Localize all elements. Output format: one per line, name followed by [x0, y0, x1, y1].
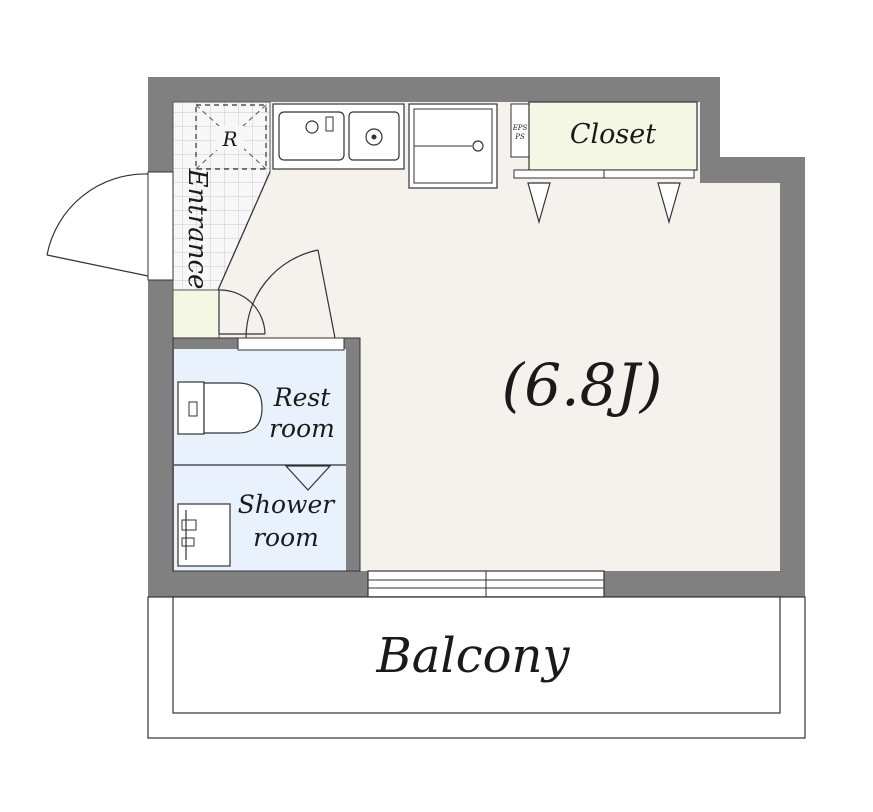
balcony-label: Balcony: [375, 628, 570, 684]
closet-label: Closet: [570, 119, 656, 150]
entrance-step: [172, 289, 220, 339]
shower-valve-icon: [181, 537, 195, 547]
rest-room-label-line1: Rest: [273, 383, 331, 412]
refrigerator-space: [195, 104, 267, 170]
sink: [278, 111, 345, 161]
shower-unit: [177, 503, 231, 567]
refrigerator-label-bg: [216, 126, 244, 150]
rest-room-door-leaf: [317, 249, 336, 339]
entrance-divider: [217, 171, 271, 291]
washing-machine-drain-icon: [472, 140, 484, 152]
sink-drain-icon: [305, 120, 319, 134]
toilet-bowl-icon: [203, 382, 263, 434]
toilet-tank: [177, 381, 205, 435]
balcony-inner: [172, 596, 781, 714]
entrance-door-opening: [147, 171, 174, 281]
storage-door-swing: [218, 289, 266, 335]
burner-icon: [365, 128, 383, 146]
ps-label: PS: [514, 133, 525, 141]
entrance-door-leaf: [46, 254, 149, 277]
shower-room-label-line1: Shower: [238, 490, 336, 519]
faucet-icon: [325, 116, 334, 132]
burner-center-icon: [371, 134, 377, 140]
rest-room-door-frame: [237, 337, 345, 351]
rest-room-door-swing: [245, 249, 319, 339]
shower-head-icon: [181, 519, 197, 531]
rest-room-door-arrow-icon: [284, 465, 332, 491]
main-room-size-label: (6.8J): [502, 351, 663, 419]
rest-room-label-line2: room: [269, 414, 335, 443]
closet-door-arrow-left-icon: [527, 182, 551, 225]
closet-door-arrow-right-icon: [657, 182, 681, 225]
entrance-door-swing: [46, 173, 149, 256]
eps-label: EPS: [512, 124, 528, 132]
toilet-lever-icon: [188, 401, 198, 417]
refrigerator-label: R: [221, 127, 237, 151]
shower-room-label-line2: room: [253, 523, 319, 552]
closet-floor: [528, 101, 698, 171]
entrance-label: Entrance: [182, 168, 212, 290]
